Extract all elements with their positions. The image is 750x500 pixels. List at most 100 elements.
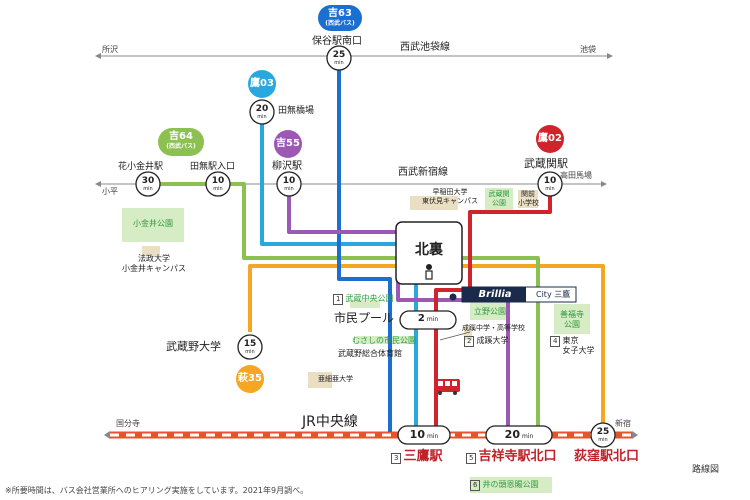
terminal-name: 吉祥寺駅北口 bbox=[478, 449, 557, 464]
minutes-ogikubo: 25 bbox=[596, 427, 610, 437]
label-koganei-park: 小金井公園 bbox=[133, 219, 173, 228]
center-stop-name: 北裏 bbox=[415, 242, 443, 258]
route-sub-text: 西武バス bbox=[327, 20, 352, 27]
minutes-yagisawa: 10 bbox=[282, 176, 296, 186]
park-musashino-chuo bbox=[350, 300, 380, 308]
route-badge-kichi64: 吉64 (西武バス) bbox=[158, 128, 204, 156]
terminal-name: 三鷹駅 bbox=[403, 449, 443, 464]
brillia-suffix: City 三鷹 bbox=[536, 290, 571, 299]
minutes-unit: min bbox=[143, 186, 153, 192]
route-code: 吉64 bbox=[169, 131, 193, 142]
facility-name: 武蔵中央公園 bbox=[345, 294, 394, 303]
campus-waseda-area bbox=[410, 196, 458, 210]
stop-circle-hoya bbox=[326, 45, 352, 71]
route-kichi63 bbox=[337, 58, 392, 432]
rail-west-label-kokubunji: 国分寺 bbox=[116, 419, 140, 428]
route-badge-hagi35: 萩35 bbox=[236, 365, 264, 393]
minutes-unit: min bbox=[426, 433, 439, 440]
minutes-tanashi-iriguchi: 10 bbox=[211, 176, 225, 186]
brillia-logo-bg bbox=[462, 287, 526, 302]
stop-circle-tanashi-bashiba bbox=[249, 99, 275, 125]
stop-circle-ogikubo bbox=[590, 422, 616, 448]
route-badge-kichi63: 吉63 (西武バス) bbox=[318, 5, 362, 31]
rail-east-label-takadanobaba: 高田馬場 bbox=[560, 171, 592, 180]
route-sub: (西武バス) bbox=[325, 20, 355, 27]
campus-sekimae bbox=[518, 190, 538, 208]
bus-icon-window bbox=[438, 381, 443, 386]
bus-icon-wheel bbox=[438, 391, 442, 395]
arrow-right-icon bbox=[601, 181, 607, 187]
stop-pill-shimin-pool bbox=[399, 310, 457, 330]
campus-hosei bbox=[142, 246, 160, 256]
stop-pill-mitaka bbox=[397, 425, 451, 445]
stop-name-shimin-pool: 市民プール bbox=[334, 311, 395, 325]
stop-name-tanashi-iriguchi: 田無駅入口 bbox=[190, 162, 236, 172]
label-tachino-park: 立野公園 bbox=[474, 307, 506, 316]
label-asia-univ: 亜細亜大学 bbox=[318, 375, 353, 383]
stop-name-musashino-univ: 武蔵野大学 bbox=[166, 340, 221, 353]
facility-number: 5 bbox=[466, 453, 477, 464]
label-zenpukuji-park: 善福寺 公園 bbox=[560, 310, 584, 329]
terminal-ogikubo: 荻窪駅北口 bbox=[574, 449, 640, 464]
facility-number: 4 bbox=[550, 336, 561, 347]
facility-number: 2 bbox=[464, 336, 475, 347]
stop-circles bbox=[135, 45, 616, 448]
label-waseda: 早稲田大学 東伏見キャンパス bbox=[422, 188, 478, 206]
minutes-musashino-univ: 15 bbox=[243, 339, 257, 349]
stop-name-yagisawa: 柳沢駅 bbox=[272, 161, 302, 172]
minutes-value: 20 bbox=[504, 428, 520, 441]
caption: 路線図 bbox=[692, 465, 720, 475]
label-hosei: 法政大学 小金井キャンパス bbox=[122, 254, 186, 274]
minutes-hanakoganei: 30 bbox=[141, 176, 155, 186]
rail-name-jr-chuo: JR中央線 bbox=[302, 414, 358, 430]
minutes-unit: min bbox=[213, 186, 223, 192]
route-badge-taka02: 鷹02 bbox=[536, 125, 564, 153]
minutes-unit: min bbox=[257, 114, 267, 120]
stop-name-tanashi-bashiba: 田無橋場 bbox=[278, 106, 315, 116]
minutes-unit: min bbox=[426, 316, 439, 323]
leader-line bbox=[439, 331, 471, 341]
minutes-unit: min bbox=[598, 437, 608, 443]
person-icon bbox=[426, 264, 432, 270]
rail-west-label-kodaira: 小平 bbox=[102, 187, 118, 196]
label-musashino-shimin-park: むさしの市民公園 bbox=[352, 336, 416, 345]
bus-icon-window bbox=[445, 381, 450, 386]
minutes-value: 10 bbox=[409, 428, 425, 441]
footnote: ※所要時間は、バス会社営業所へのヒアリング実施をしています。2021年9月調べ。 bbox=[5, 486, 309, 495]
stop-circle-hanakoganei bbox=[135, 171, 161, 197]
minutes-value: 2 bbox=[417, 313, 425, 324]
rail-west-label-tokorozawa: 所沢 bbox=[102, 45, 118, 54]
minutes-unit: min bbox=[334, 60, 344, 66]
park-tachino bbox=[470, 300, 508, 320]
park-inokashira bbox=[470, 477, 552, 493]
arrow-left-icon bbox=[95, 53, 101, 59]
facility-name: 成蹊大学 bbox=[476, 336, 509, 345]
minutes-unit: min bbox=[521, 433, 534, 440]
minutes-hoya: 25 bbox=[332, 50, 346, 60]
park-zenpukuji bbox=[554, 304, 590, 334]
campus-asia bbox=[308, 372, 332, 388]
rail-name-seibu-shinjuku: 西武新宿線 bbox=[398, 167, 448, 178]
label-musashiseki-park: 武蔵関 公園 bbox=[488, 190, 510, 207]
route-badge-kichi55: 吉55 bbox=[274, 130, 302, 158]
arrow-left-icon bbox=[104, 431, 110, 439]
bus-icon-window bbox=[452, 381, 457, 386]
label-seikei-school: 成蹊中学・高等学校 bbox=[462, 324, 525, 332]
minutes-unit: min bbox=[284, 186, 294, 192]
label-musashino-gym: 武蔵野総合体育館 bbox=[338, 349, 402, 358]
minutes-tanashi-bashiba: 20 bbox=[255, 104, 269, 114]
minutes-unit: min bbox=[245, 349, 255, 355]
route-sub: (西武バス) bbox=[166, 143, 196, 150]
campus-seikei bbox=[464, 326, 472, 340]
facility-number: 3 bbox=[391, 453, 402, 464]
rail-name-seibu-ikebukuro: 西武池袋線 bbox=[400, 42, 450, 53]
stop-name-hoya: 保谷駅南口 bbox=[312, 36, 362, 47]
stop-circle-musashiseki bbox=[537, 171, 563, 197]
stop-circle-yagisawa bbox=[276, 171, 302, 197]
